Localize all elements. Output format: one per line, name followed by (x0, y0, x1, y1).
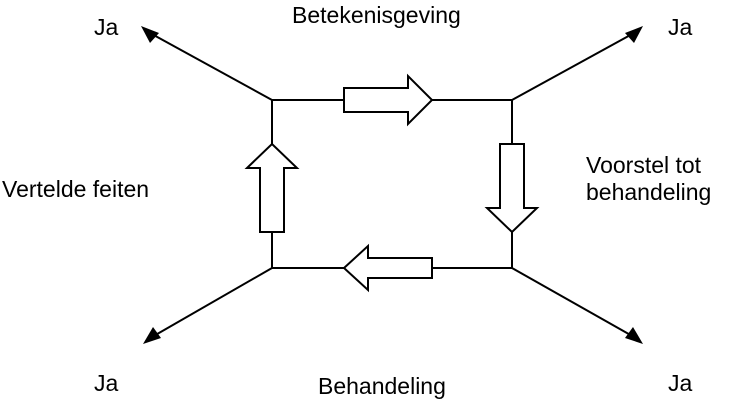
arrowhead-bottom-left (143, 327, 161, 344)
diagonal-bottom-left (151, 267, 273, 338)
label-vertelde-feiten: Vertelde feiten (2, 176, 150, 202)
block-arrow-down (484, 143, 540, 234)
label-ja-bottom-right: Ja (668, 370, 693, 396)
arrowhead-top-right (625, 26, 643, 43)
label-ja-top-right: Ja (668, 14, 693, 40)
block-arrow-up (244, 142, 300, 233)
diagonal-bottom-right (511, 267, 635, 338)
diagonal-top-left (149, 32, 273, 101)
arrowhead-bottom-right (625, 327, 643, 344)
arrowhead-top-left (141, 26, 159, 43)
label-behandeling: Behandeling (318, 373, 446, 399)
label-ja-bottom-left: Ja (94, 370, 119, 396)
label-ja-top-left: Ja (94, 14, 119, 40)
block-arrow-right (343, 73, 434, 127)
label-voorstel-tot-behandeling: Voorstel tot behandeling (586, 152, 743, 206)
label-voorstel-line2: behandeling (586, 179, 712, 205)
block-arrow-left (342, 243, 433, 293)
label-voorstel-line1: Voorstel tot (586, 152, 702, 178)
diagonal-top-right (511, 32, 635, 101)
label-betekenisgeving: Betekenisgeving (292, 2, 461, 28)
